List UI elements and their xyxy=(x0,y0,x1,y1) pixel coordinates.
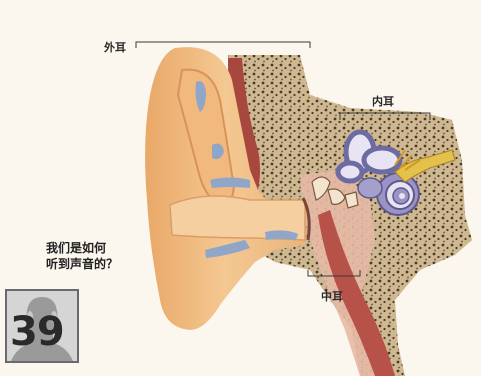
cochlea xyxy=(377,173,419,215)
question-text: 我们是如何 听到声音的？ xyxy=(46,240,132,272)
outer-ear-label: 外耳 xyxy=(104,39,126,55)
inner-ear-label: 内耳 xyxy=(372,93,394,109)
question-line-1: 我们是如何 xyxy=(46,240,132,256)
middle-ear-label: 中耳 xyxy=(321,288,343,304)
badge-number: 39 xyxy=(10,310,64,354)
chapter-badge: 39 xyxy=(5,289,79,363)
vestibule xyxy=(358,178,382,198)
question-line-2: 听到声音的？ xyxy=(46,256,132,272)
